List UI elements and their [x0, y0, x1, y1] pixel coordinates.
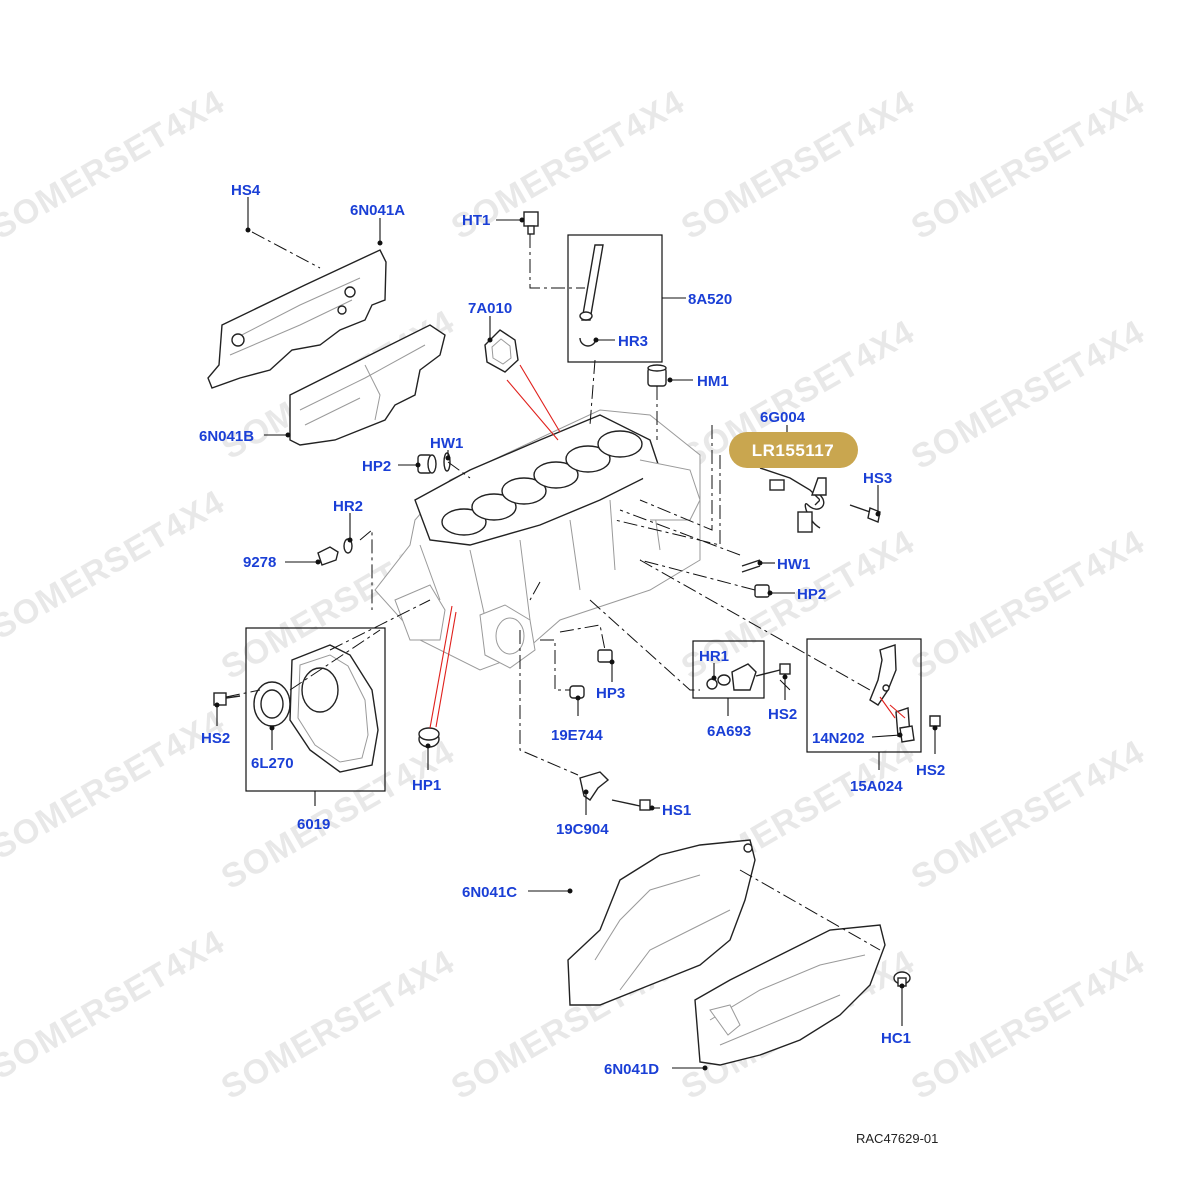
leader-lines [214, 197, 938, 1071]
callout-9278[interactable]: 9278 [243, 554, 276, 571]
watermark: SOMERSET4X4 [905, 943, 1151, 1107]
watermark: SOMERSET4X4 [0, 703, 231, 867]
callout-hs1[interactable]: HS1 [662, 802, 691, 819]
badge-label: LR155117 [752, 441, 834, 460]
bracket-15a024 [806, 638, 941, 753]
sleeve-hm1 [647, 364, 667, 387]
callout-hw1[interactable]: HW1 [430, 435, 463, 452]
callout-labels: HS4 6N041A HT1 7A010 8A520 HR3 HM1 6G004… [199, 182, 945, 1078]
callout-hr2[interactable]: HR2 [333, 498, 363, 515]
seal-6l270 [253, 681, 291, 727]
bolt-ht1 [523, 211, 539, 235]
callout-hp2[interactable]: HP2 [797, 586, 826, 603]
washer-hw1-right [741, 559, 761, 573]
callout-6n041d[interactable]: 6N041D [604, 1061, 659, 1078]
callout-6n041a[interactable]: 6N041A [350, 202, 405, 219]
front-cover-6019 [245, 627, 386, 792]
callout-6n041b[interactable]: 6N041B [199, 428, 254, 445]
heat-shield-6n041b [289, 324, 446, 446]
engine-block [374, 409, 701, 671]
callout-19e744[interactable]: 19E744 [551, 727, 603, 744]
callout-hm1[interactable]: HM1 [697, 373, 729, 390]
heat-shield-6n041c [567, 839, 756, 1006]
diagram-reference: RAC47629-01 [856, 1131, 938, 1146]
sensor-6g004 [759, 467, 827, 533]
watermark: SOMERSET4X4 [905, 523, 1151, 687]
callout-19c904[interactable]: 19C904 [556, 821, 609, 838]
dipstick-tube-8a520 [567, 234, 663, 363]
plug-hp3 [597, 649, 613, 663]
washer-hw1-top [443, 452, 451, 472]
callout-6019[interactable]: 6019 [297, 816, 330, 833]
callout-hp2[interactable]: HP2 [362, 458, 391, 475]
callout-hp3[interactable]: HP3 [596, 685, 625, 702]
watermark: SOMERSET4X4 [905, 733, 1151, 897]
watermark: SOMERSET4X4 [675, 83, 921, 247]
heat-shield-6n041d [694, 924, 886, 1066]
watermark: SOMERSET4X4 [0, 83, 231, 247]
bolt-hs3 [849, 504, 881, 523]
callout-6a693[interactable]: 6A693 [707, 723, 751, 740]
heat-shield-6n041a [207, 249, 387, 389]
plug-hp2-top [417, 454, 437, 474]
callout-hr1[interactable]: HR1 [699, 648, 729, 665]
callout-8a520[interactable]: 8A520 [688, 291, 732, 308]
callout-6l270[interactable]: 6L270 [251, 755, 294, 772]
callout-hs2[interactable]: HS2 [916, 762, 945, 779]
callout-6n041c[interactable]: 6N041C [462, 884, 517, 901]
watermark: SOMERSET4X4 [905, 83, 1151, 247]
watermark: SOMERSET4X4 [0, 923, 231, 1087]
bolt-hs2-left [213, 692, 241, 706]
callout-6g004[interactable]: 6G004 [760, 409, 806, 426]
callout-hs3[interactable]: HS3 [863, 470, 892, 487]
badge-background [729, 432, 858, 468]
callout-hr3[interactable]: HR3 [618, 333, 648, 350]
callout-hw1[interactable]: HW1 [777, 556, 810, 573]
callout-hs2[interactable]: HS2 [768, 706, 797, 723]
callout-7a010[interactable]: 7A010 [468, 300, 512, 317]
callout-hs4[interactable]: HS4 [231, 182, 261, 199]
bracket-19c904 [579, 771, 651, 811]
plug-hp2-right [754, 584, 770, 598]
callout-14n202[interactable]: 14N202 [812, 730, 865, 747]
gasket-7a010 [484, 329, 519, 373]
callout-hp1[interactable]: HP1 [412, 777, 441, 794]
watermark: SOMERSET4X4 [905, 313, 1151, 477]
watermark: SOMERSET4X4 [215, 943, 461, 1107]
callout-hs2[interactable]: HS2 [201, 730, 230, 747]
watermark: SOMERSET4X4 [0, 483, 231, 647]
callout-hc1[interactable]: HC1 [881, 1030, 911, 1047]
callout-15a024[interactable]: 15A024 [850, 778, 903, 795]
callout-ht1[interactable]: HT1 [462, 212, 490, 229]
part-number-badge[interactable]: LR155117 [729, 432, 858, 468]
oil-pressure-sender-9278 [317, 538, 353, 566]
